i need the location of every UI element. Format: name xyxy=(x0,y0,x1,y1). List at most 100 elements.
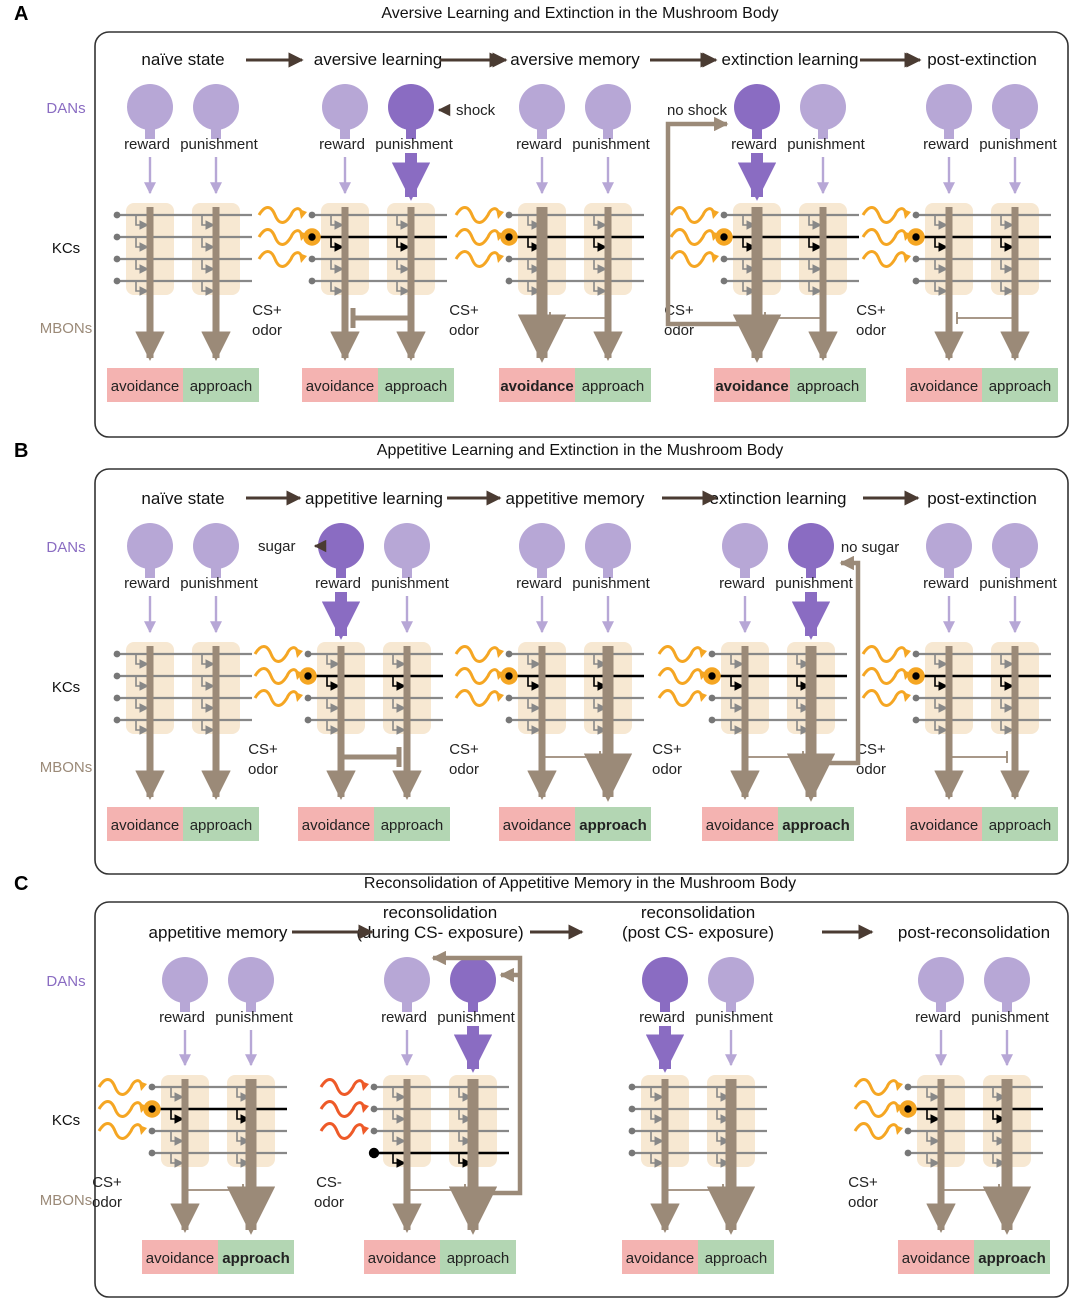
odor-wave-head xyxy=(496,648,504,658)
dan-reward xyxy=(926,523,972,569)
kc-soma xyxy=(505,650,513,658)
dan-stem-reward xyxy=(340,125,350,139)
odor-label: CS+ xyxy=(252,302,282,319)
kc-soma xyxy=(113,255,121,263)
dan-stem-reward xyxy=(145,125,155,139)
stage-label: naïve state xyxy=(141,50,224,69)
kc-synapse xyxy=(796,654,810,669)
dan-stem-reward xyxy=(180,998,190,1012)
kc-soma-ring xyxy=(500,667,518,685)
stage-label: naïve state xyxy=(141,489,224,508)
kc-synapse xyxy=(201,281,215,296)
kc-synapse xyxy=(201,654,215,669)
kc-synapse xyxy=(527,281,541,296)
output-label-approach: approach xyxy=(190,817,253,834)
odor-wave-head xyxy=(711,231,719,241)
kc-synapse xyxy=(170,1087,184,1102)
odor-wave xyxy=(454,689,500,707)
odor-wave xyxy=(97,1122,143,1140)
kc-synapse xyxy=(808,281,822,296)
kc-soma-ring xyxy=(143,1100,161,1118)
stage-label: (post CS- exposure) xyxy=(622,923,774,942)
kc-soma xyxy=(720,277,728,285)
dan-label-punishment: punishment xyxy=(375,136,453,153)
odor-label: odor xyxy=(314,1194,344,1211)
kc-soma-ring xyxy=(907,228,925,246)
odor-label: odor xyxy=(248,761,278,778)
odor-wave-head xyxy=(903,670,911,680)
dan-reward xyxy=(322,84,368,130)
dan-punishment xyxy=(800,84,846,130)
odor-label: CS+ xyxy=(449,741,479,758)
kc-synapse xyxy=(730,720,744,735)
odor-wave xyxy=(253,689,299,707)
odor-wave-head xyxy=(699,692,707,702)
kc-synapse xyxy=(527,654,541,669)
odor-wave xyxy=(319,1100,365,1118)
kc-synapse xyxy=(934,259,948,274)
odor-wave-head xyxy=(295,648,303,658)
stage-label: reconsolidation xyxy=(383,903,497,922)
odor-wave-head xyxy=(139,1081,147,1091)
odor-wave-head xyxy=(139,1103,147,1113)
stage-label: aversive learning xyxy=(314,50,443,69)
output-label-avoidance: avoidance xyxy=(500,378,573,395)
dan-stem-reward xyxy=(537,125,547,139)
odor-label: CS+ xyxy=(652,741,682,758)
dan-stem-punishment xyxy=(726,998,736,1012)
odor-wave xyxy=(669,228,715,246)
output-label-approach: approach xyxy=(385,378,448,395)
odor-label: odor xyxy=(449,322,479,339)
kc-soma xyxy=(628,1083,636,1091)
kc-synapse xyxy=(808,237,822,252)
dan-label-reward: reward xyxy=(923,136,969,153)
dan-reward xyxy=(734,84,780,130)
kc-soma xyxy=(113,716,121,724)
odor-label: odor xyxy=(848,1194,878,1211)
kc-synapse xyxy=(326,654,340,669)
odor-wave-head xyxy=(496,670,504,680)
odor-wave xyxy=(861,645,907,663)
odor-squiggles xyxy=(669,206,719,268)
kc-soma-ring xyxy=(703,667,721,685)
kc-synapse xyxy=(593,215,607,230)
output-label-approach: approach xyxy=(582,378,645,395)
kc-soma xyxy=(145,1102,159,1116)
odor-wave xyxy=(454,206,500,224)
output-label-approach: approach xyxy=(222,1250,290,1267)
stimulus-label: no sugar xyxy=(841,539,899,556)
output-approach xyxy=(974,1240,1050,1274)
kc-synapse xyxy=(326,720,340,735)
dan-label-punishment: punishment xyxy=(437,1009,515,1026)
dan-label-punishment: punishment xyxy=(979,575,1057,592)
odor-label: CS+ xyxy=(248,741,278,758)
stage-label: reconsolidation xyxy=(641,903,755,922)
dan-punishment xyxy=(788,523,834,569)
output-approach xyxy=(440,1240,516,1274)
stage-label: extinction learning xyxy=(721,50,858,69)
output-label-approach: approach xyxy=(705,1250,768,1267)
odor-label: odor xyxy=(652,761,682,778)
output-label-avoidance: avoidance xyxy=(902,1250,970,1267)
odor-label: CS+ xyxy=(449,302,479,319)
odor-wave xyxy=(257,206,303,224)
dan-stem-reward xyxy=(752,125,762,139)
output-label-avoidance: avoidance xyxy=(706,817,774,834)
kc-soma xyxy=(904,1127,912,1135)
dan-label-reward: reward xyxy=(719,575,765,592)
panel-frame xyxy=(94,901,1069,1298)
output-avoidance xyxy=(107,807,183,841)
odor-wave-head xyxy=(903,231,911,241)
kc-synapse xyxy=(650,1131,664,1146)
odor-wave xyxy=(657,667,703,685)
kc-soma xyxy=(113,277,121,285)
output-label-avoidance: avoidance xyxy=(910,378,978,395)
stimulus-label: sugar xyxy=(258,538,296,555)
kc-synapse xyxy=(201,720,215,735)
